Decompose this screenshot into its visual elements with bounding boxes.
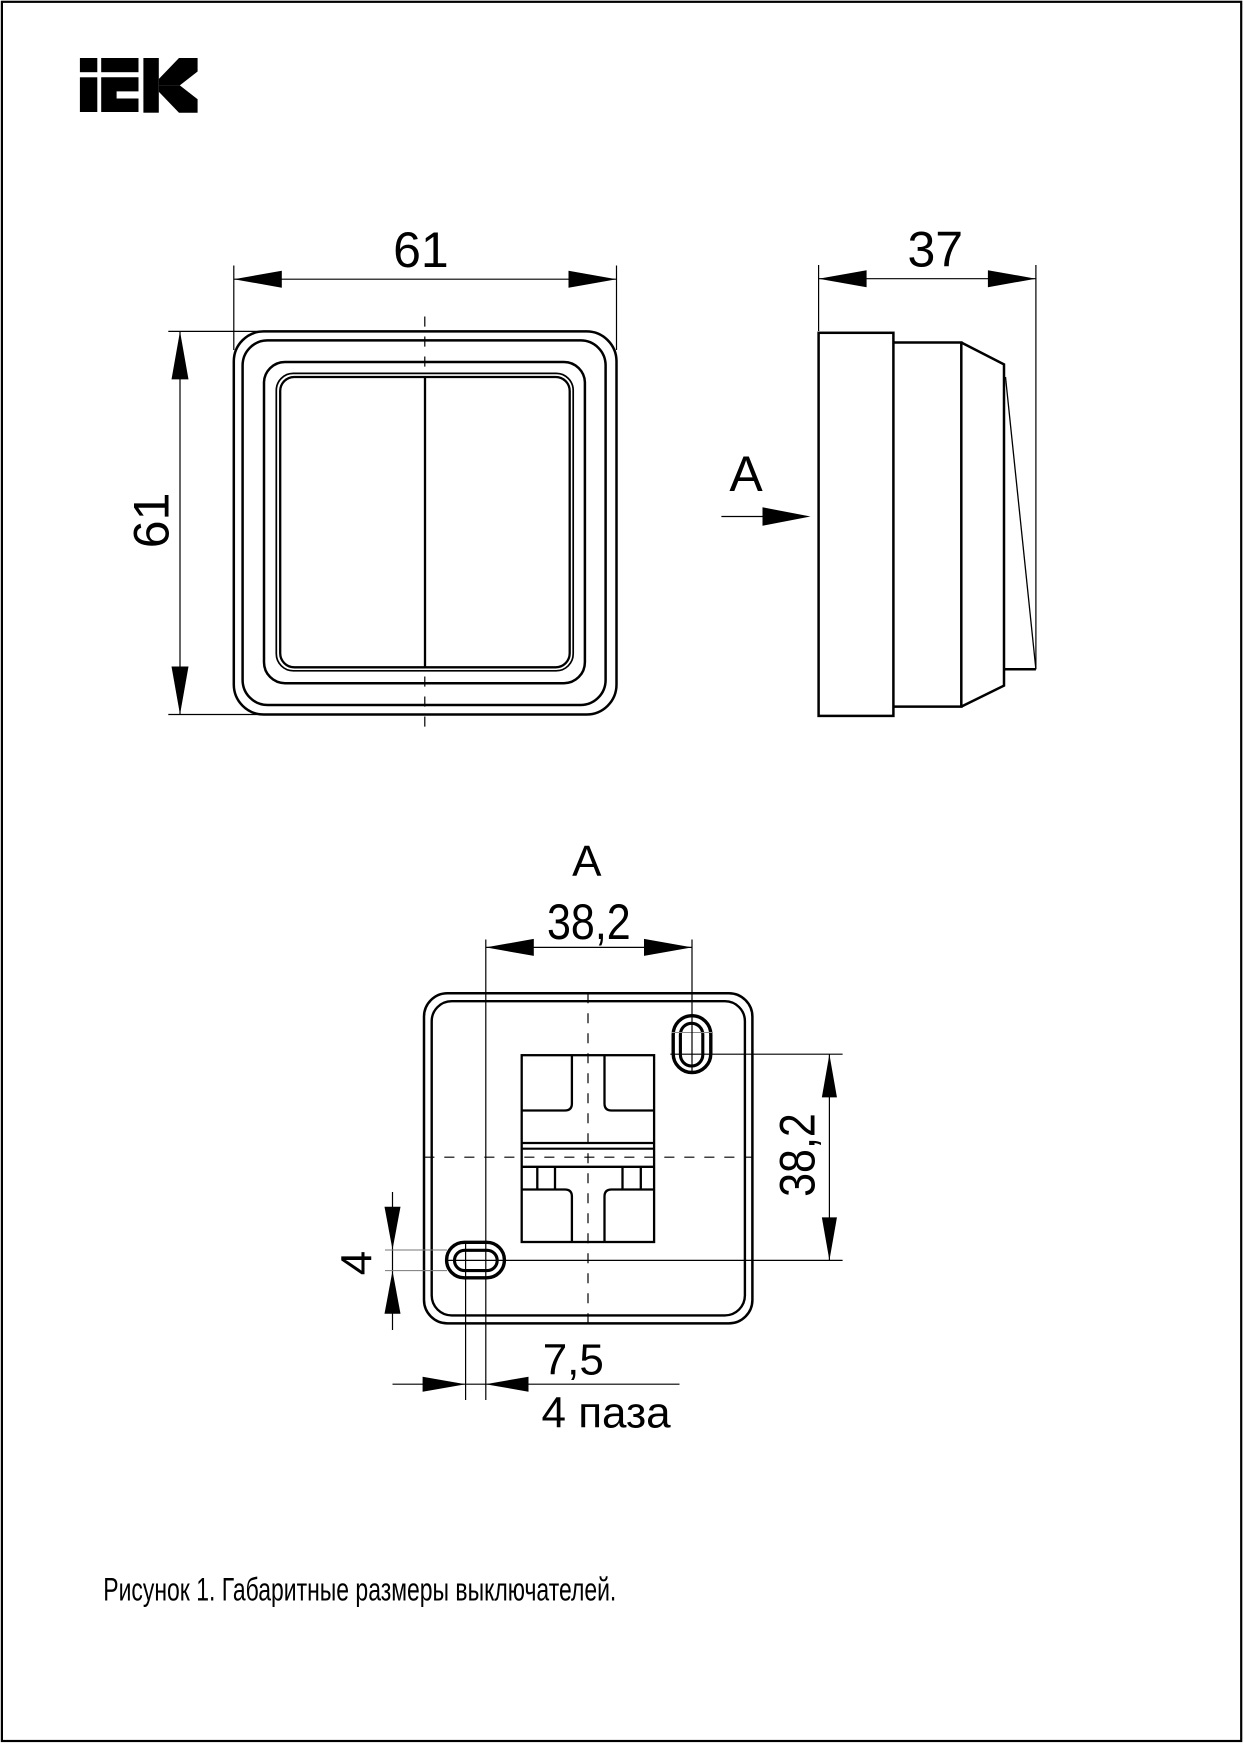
svg-text:A: A (729, 446, 763, 502)
svg-text:4 паза: 4 паза (542, 1388, 672, 1437)
svg-text:Рисунок 1. Габаритные размеры: Рисунок 1. Габаритные размеры выключател… (103, 1572, 616, 1608)
svg-text:61: 61 (124, 493, 180, 549)
svg-text:61: 61 (393, 222, 449, 278)
svg-text:7,5: 7,5 (543, 1335, 604, 1384)
svg-text:4: 4 (333, 1251, 382, 1275)
svg-text:A: A (572, 837, 602, 886)
svg-text:37: 37 (907, 222, 963, 278)
svg-text:38,2: 38,2 (770, 1113, 826, 1197)
svg-text:38,2: 38,2 (547, 894, 631, 950)
